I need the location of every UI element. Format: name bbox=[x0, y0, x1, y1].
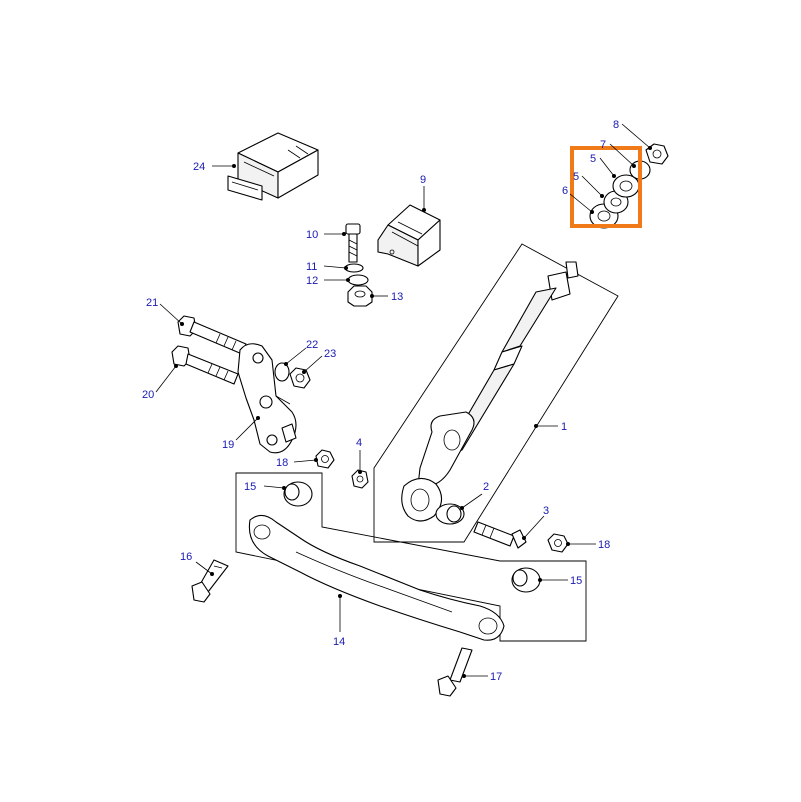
label-6: 6 bbox=[562, 185, 568, 197]
part-19-mounting-plate bbox=[237, 343, 297, 454]
label-2: 2 bbox=[483, 481, 489, 493]
label-12: 12 bbox=[306, 275, 318, 287]
part-18-nut-lower bbox=[547, 533, 569, 553]
part-12-washer bbox=[347, 274, 369, 286]
highlight-box bbox=[570, 146, 642, 228]
label-4: 4 bbox=[356, 437, 362, 449]
part-24-control-unit bbox=[227, 132, 319, 201]
part-15-bush-upper bbox=[283, 481, 313, 507]
label-7: 7 bbox=[600, 139, 606, 151]
part-3-bolt bbox=[473, 521, 527, 549]
part-21-bolt bbox=[177, 315, 247, 355]
label-5-lower: 5 bbox=[573, 171, 579, 183]
part-13-nut bbox=[347, 285, 373, 307]
part-15-bush-lower bbox=[511, 567, 541, 593]
panhard-rod-assembly-frame bbox=[373, 243, 619, 543]
highlighted-bush-kit bbox=[589, 143, 669, 229]
part-18-nut-upper bbox=[315, 449, 335, 469]
label-21: 21 bbox=[146, 297, 158, 309]
part-9-mounting-bracket bbox=[377, 204, 441, 267]
label-19: 19 bbox=[222, 439, 234, 451]
label-13: 13 bbox=[391, 291, 403, 303]
label-16: 16 bbox=[180, 551, 192, 563]
label-3: 3 bbox=[543, 505, 549, 517]
label-5-upper: 5 bbox=[590, 153, 596, 165]
part-10-bolt bbox=[345, 223, 361, 263]
label-15-upper: 15 bbox=[244, 481, 256, 493]
part-14-radius-arm bbox=[248, 514, 505, 641]
label-20: 20 bbox=[142, 389, 154, 401]
label-17: 17 bbox=[490, 671, 502, 683]
part-17-bolt bbox=[437, 647, 473, 697]
label-23: 23 bbox=[324, 348, 336, 360]
label-11: 11 bbox=[306, 261, 317, 273]
leader-lines bbox=[155, 123, 652, 678]
part-16-bolt bbox=[191, 559, 229, 603]
label-22: 22 bbox=[306, 339, 318, 351]
label-18-lower: 18 bbox=[598, 539, 610, 551]
part-4-nut bbox=[351, 469, 369, 489]
label-18-upper: 18 bbox=[276, 457, 288, 469]
label-15-lower: 15 bbox=[570, 575, 582, 587]
part-22-washer bbox=[274, 362, 290, 382]
part-20-bolt bbox=[171, 345, 239, 385]
label-24: 24 bbox=[193, 161, 205, 173]
label-10: 10 bbox=[306, 229, 318, 241]
label-14: 14 bbox=[333, 636, 345, 648]
label-8: 8 bbox=[613, 119, 619, 131]
label-9: 9 bbox=[420, 174, 426, 186]
label-1: 1 bbox=[561, 421, 567, 433]
part-23-nut bbox=[289, 367, 311, 389]
part-2-bush bbox=[435, 503, 465, 525]
part-1-panhard-rod bbox=[401, 261, 579, 522]
